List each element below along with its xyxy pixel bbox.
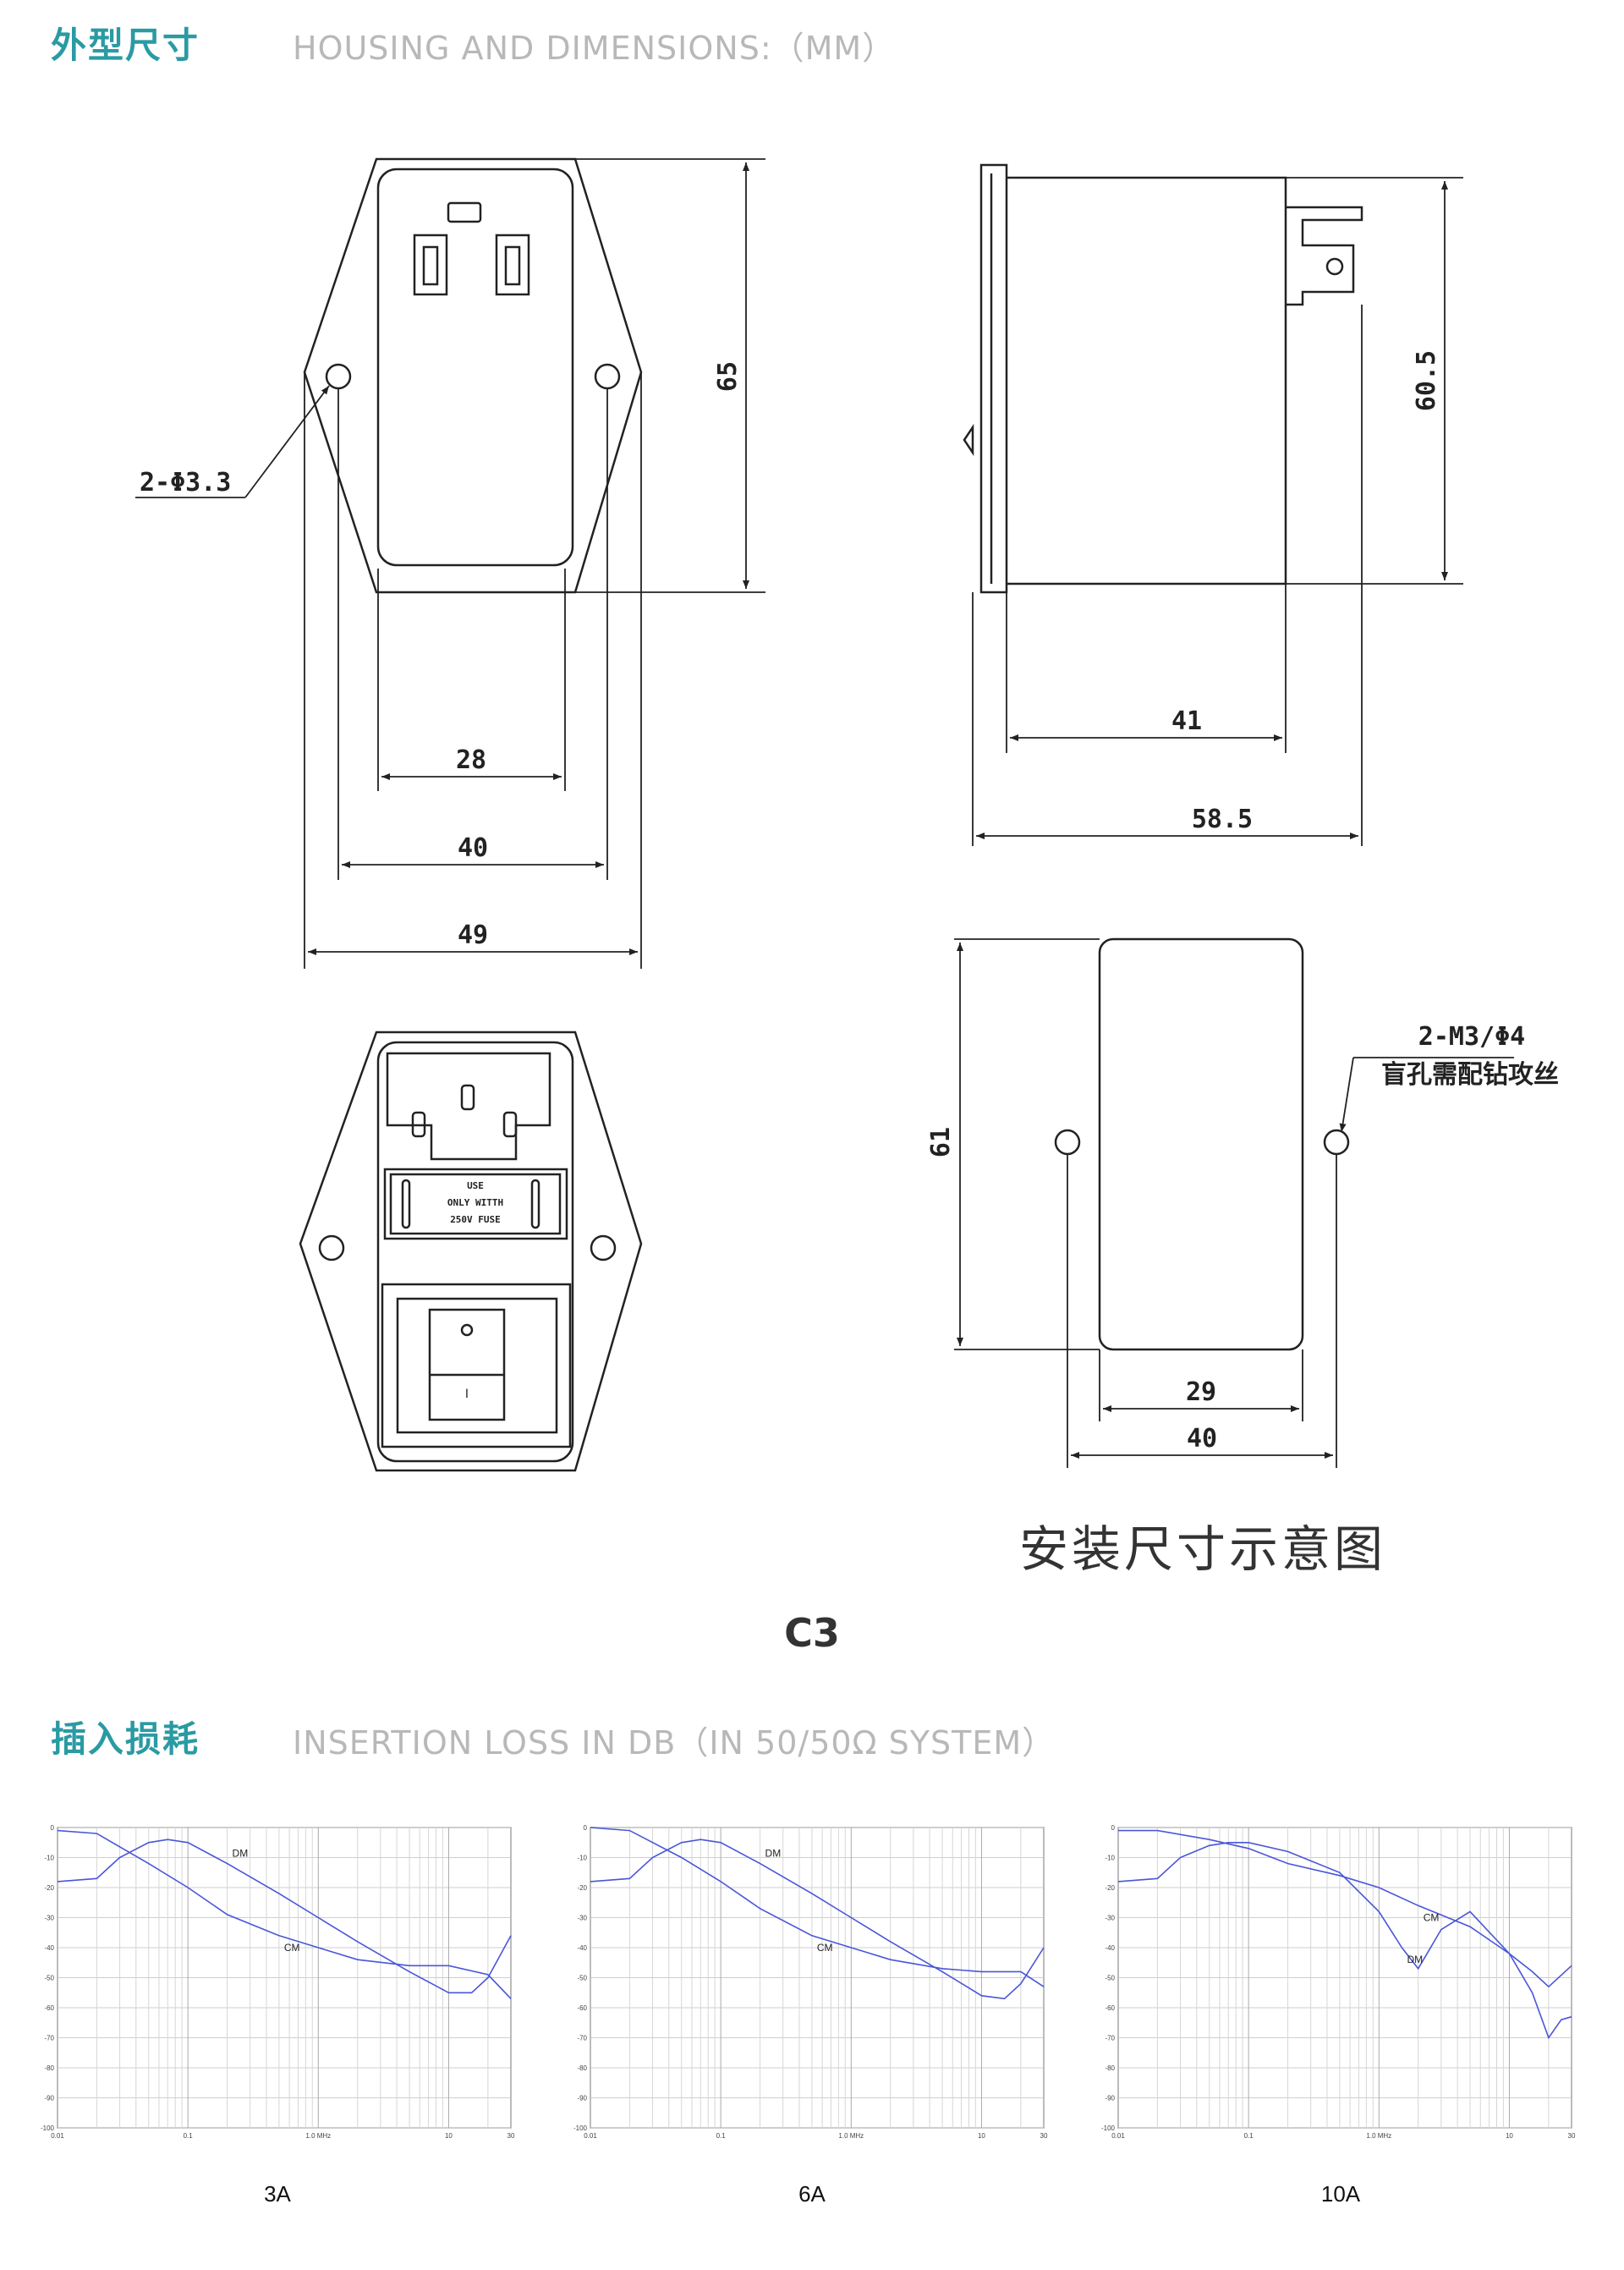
side-body-depth-dim: 41: [1171, 706, 1202, 736]
install-caption: 安装尺寸示意图: [1019, 1520, 1387, 1578]
chart-3a-ytick: 0: [51, 1824, 55, 1832]
chart-6a-ytick: 0: [584, 1824, 588, 1832]
chart-10a-ytick: -30: [1105, 1915, 1115, 1922]
chart-3a-frame: [57, 1827, 512, 2129]
dimension-drawings: 2-Φ3.3 65 28 40 49 60.5 41 58.5 61 29 40…: [135, 157, 1559, 1472]
chart-6a-series-label-dm: DM: [765, 1848, 782, 1860]
chart-10a-ytick: -10: [1105, 1855, 1115, 1862]
chart-10a-series-label-cm: CM: [1424, 1911, 1440, 1923]
front-dimension-lines: [135, 158, 765, 969]
chart-3a-ytick: -60: [44, 2004, 54, 2012]
front-height-dim: 65: [713, 361, 743, 392]
chart-3a-ytick: -90: [44, 2095, 54, 2102]
chart-6a-ytick: -30: [577, 1915, 587, 1922]
chart-3a-ytick: -30: [44, 1915, 54, 1922]
chart-3a-xtick: 0.1: [184, 2132, 194, 2140]
model-name: C3: [784, 1610, 840, 1656]
mounting-dimension-lines: [954, 938, 1514, 1468]
chart-3a-ytick: -70: [44, 2035, 54, 2042]
chart-6a-xtick: 10: [978, 2132, 985, 2140]
chart-3a-series-cm: [57, 1829, 512, 1999]
chart-3a-xtick: 1.0 MHz: [305, 2132, 331, 2140]
chart-10a-ytick: -90: [1105, 2095, 1115, 2102]
mounting-hole-note-1: 2-M3/Φ4: [1418, 1022, 1525, 1052]
chart-6a-xtick: 0.01: [584, 2132, 597, 2140]
section-title-dimensions: 外型尺寸: [51, 25, 200, 66]
chart-10a-ytick: -20: [1105, 1884, 1115, 1892]
chart-6a-series-label-cm: CM: [817, 1942, 833, 1954]
chart-3a-xtick: 30: [508, 2132, 515, 2140]
chart-10a-ytick: -70: [1105, 2035, 1115, 2042]
chart-10a-ytick: -60: [1105, 2004, 1115, 2012]
chart-6a-ytick: -90: [577, 2095, 587, 2102]
chart-10a-xtick: 1.0 MHz: [1366, 2132, 1391, 2140]
mounting-view: [1054, 937, 1350, 1351]
mounting-body-width-dim: 29: [1186, 1377, 1216, 1407]
fuse-label-line3: 250V FUSE: [450, 1214, 501, 1225]
chart-10a-ytick: -100: [1101, 2124, 1116, 2132]
chart-10a-xtick: 10: [1506, 2132, 1513, 2140]
chart-3a-series-label-cm: CM: [284, 1942, 300, 1954]
section-subtitle-dimensions: HOUSING AND DIMENSIONS:（MM）: [293, 30, 896, 67]
mounting-hole-spacing-dim: 40: [1187, 1424, 1217, 1454]
chart-3a-ytick: -20: [44, 1884, 54, 1892]
chart-6a-series-dm: [590, 1839, 1045, 2000]
chart-10a-series-dm: [1117, 1842, 1572, 1988]
panel-view: [299, 1031, 643, 1472]
chart-3a-ytick: -80: [44, 2064, 54, 2072]
side-dimension-lines: [972, 177, 1463, 846]
chart-3a-xtick: 0.01: [51, 2132, 64, 2140]
chart-6a-ytick: -70: [577, 2035, 587, 2042]
chart-6a-label: 6A: [798, 2181, 826, 2207]
chart-6a-ytick: -50: [577, 1975, 587, 1982]
section-subtitle-insertion-loss: INSERTION LOSS IN DB（IN 50/50Ω SYSTEM）: [293, 1724, 1056, 1762]
chart-10a-ytick: -50: [1105, 1975, 1115, 1982]
chart-10a-xtick: 0.1: [1244, 2132, 1254, 2140]
chart-3a-label: 3A: [264, 2181, 291, 2207]
chart-10a-label: 10A: [1320, 2181, 1361, 2207]
fuse-label-line2: ONLY WITTH: [447, 1197, 503, 1208]
chart-6a-ytick: -100: [573, 2124, 588, 2132]
chart-3a-series-label-dm: DM: [233, 1848, 249, 1860]
side-view: [963, 163, 1363, 594]
chart-3a-xtick: 10: [445, 2132, 453, 2140]
chart-3a-ytick: -40: [44, 1944, 54, 1952]
side-overall-depth-dim: 58.5: [1192, 805, 1253, 834]
chart-3a-ytick: -10: [44, 1855, 54, 1862]
fuse-label-line1: USE: [467, 1180, 484, 1191]
chart-6a-series-cm: [590, 1827, 1045, 1987]
section-title-insertion-loss: 插入损耗: [51, 1718, 200, 1760]
chart-3a-ytick: -50: [44, 1975, 54, 1982]
chart-3a-series-dm: [57, 1839, 512, 1994]
mounting-hole-note-2: 盲孔需配钻攻丝: [1381, 1060, 1559, 1090]
chart-10a-frame: [1117, 1827, 1572, 2129]
side-height-dim: 60.5: [1412, 350, 1441, 411]
chart-6a-ytick: -40: [577, 1944, 587, 1952]
front-inner-width-dim: 28: [456, 745, 486, 775]
chart-10a-series-cm: [1118, 1829, 1572, 2040]
chart-6a-xtick: 0.1: [716, 2132, 727, 2140]
front-view: [303, 157, 643, 594]
chart-10a-ytick: 0: [1111, 1824, 1116, 1832]
chart-10a-ytick: -80: [1105, 2064, 1115, 2072]
chart-10a-series-label-dm: DM: [1407, 1954, 1423, 1965]
chart-10a-xtick: 0.01: [1111, 2132, 1125, 2140]
chart-6a-xtick: 30: [1040, 2132, 1048, 2140]
switch-mark: I: [465, 1388, 469, 1401]
chart-6a-ytick: -20: [577, 1884, 587, 1892]
chart-3a-ytick: -100: [41, 2124, 55, 2132]
front-hole-callout: 2-Φ3.3: [140, 468, 231, 497]
chart-6a-ytick: -10: [577, 1855, 587, 1862]
mounting-height-dim: 61: [926, 1127, 956, 1157]
chart-6a-ytick: -80: [577, 2064, 587, 2072]
front-overall-width-dim: 49: [458, 921, 488, 950]
chart-6a-frame: [590, 1827, 1045, 2129]
chart-6a-xtick: 1.0 MHz: [838, 2132, 864, 2140]
chart-10a-ytick: -40: [1105, 1944, 1115, 1952]
front-hole-spacing-dim: 40: [458, 833, 488, 863]
chart-10a-xtick: 30: [1568, 2132, 1576, 2140]
chart-6a-ytick: -60: [577, 2004, 587, 2012]
